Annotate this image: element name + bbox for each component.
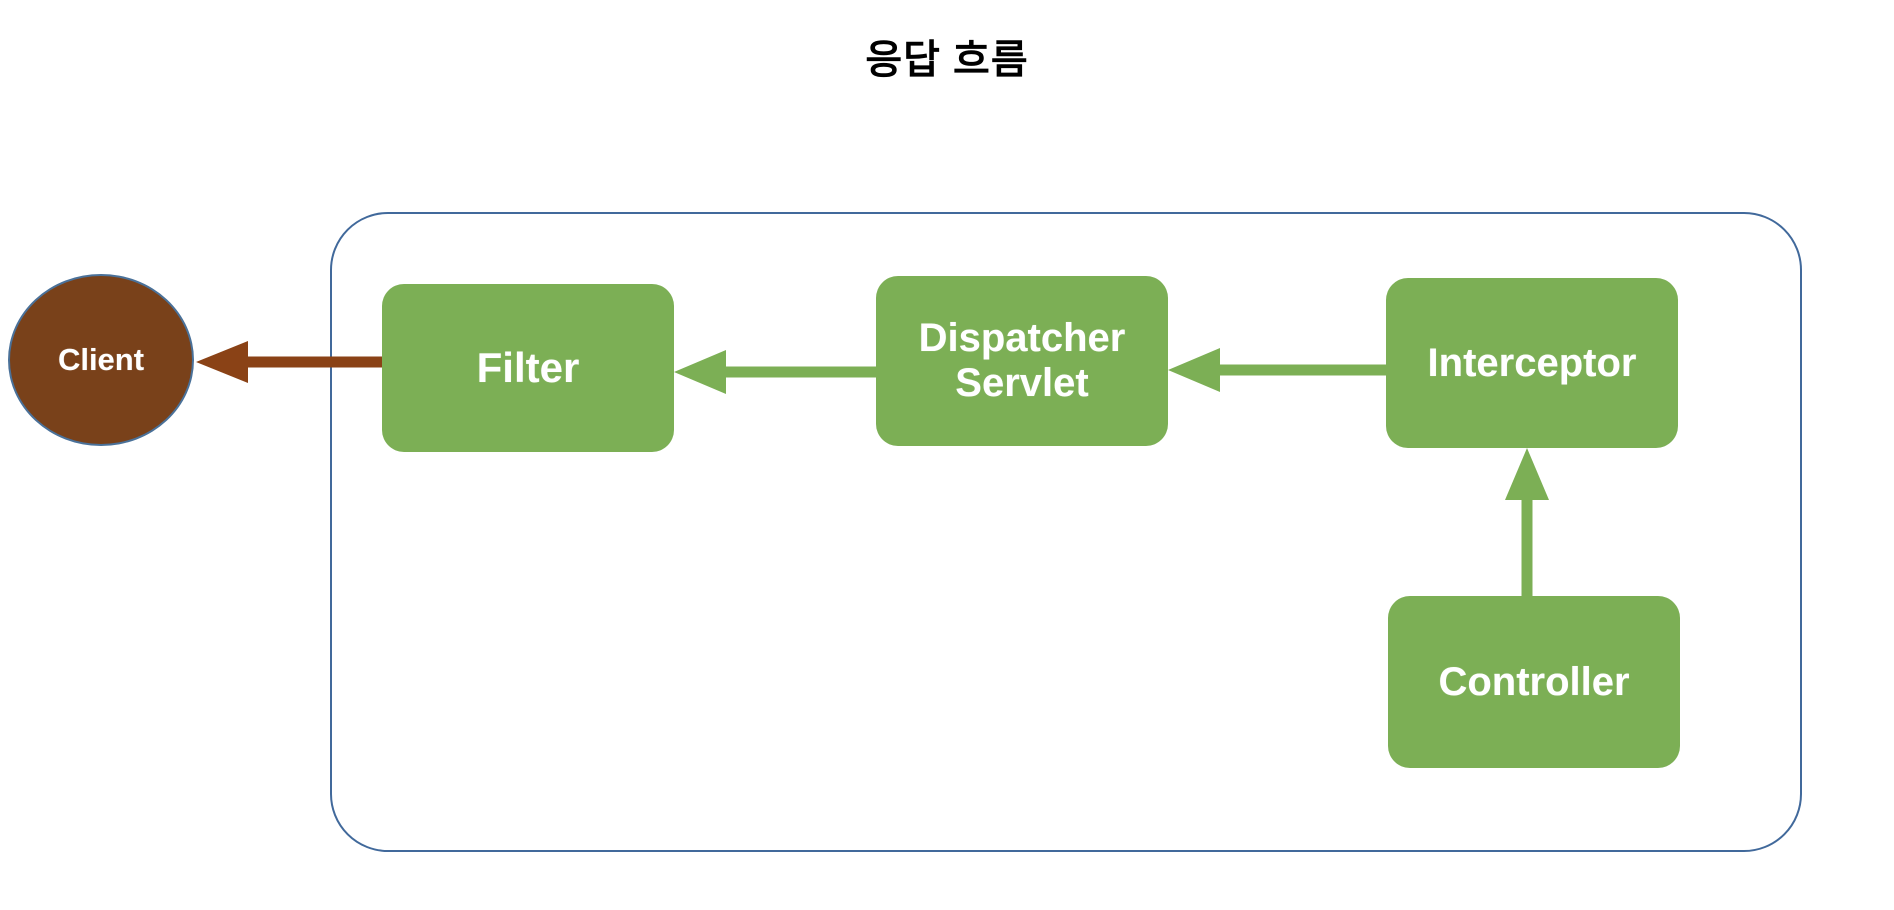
node-dispatcher-servlet-label: Dispatcher Servlet <box>918 316 1126 405</box>
node-filter[interactable]: Filter <box>382 284 674 452</box>
node-interceptor[interactable]: Interceptor <box>1386 278 1678 448</box>
application-boundary <box>330 212 1802 852</box>
node-filter-label: Filter <box>476 344 580 392</box>
node-client-label: Client <box>57 341 145 377</box>
node-dispatcher-servlet[interactable]: Dispatcher Servlet <box>876 276 1168 446</box>
page-title: 응답 흐름 <box>865 38 1029 82</box>
node-controller[interactable]: Controller <box>1388 596 1680 768</box>
node-client[interactable]: Client <box>8 274 194 446</box>
node-interceptor-label: Interceptor <box>1427 340 1637 385</box>
node-controller-label: Controller <box>1438 659 1630 704</box>
